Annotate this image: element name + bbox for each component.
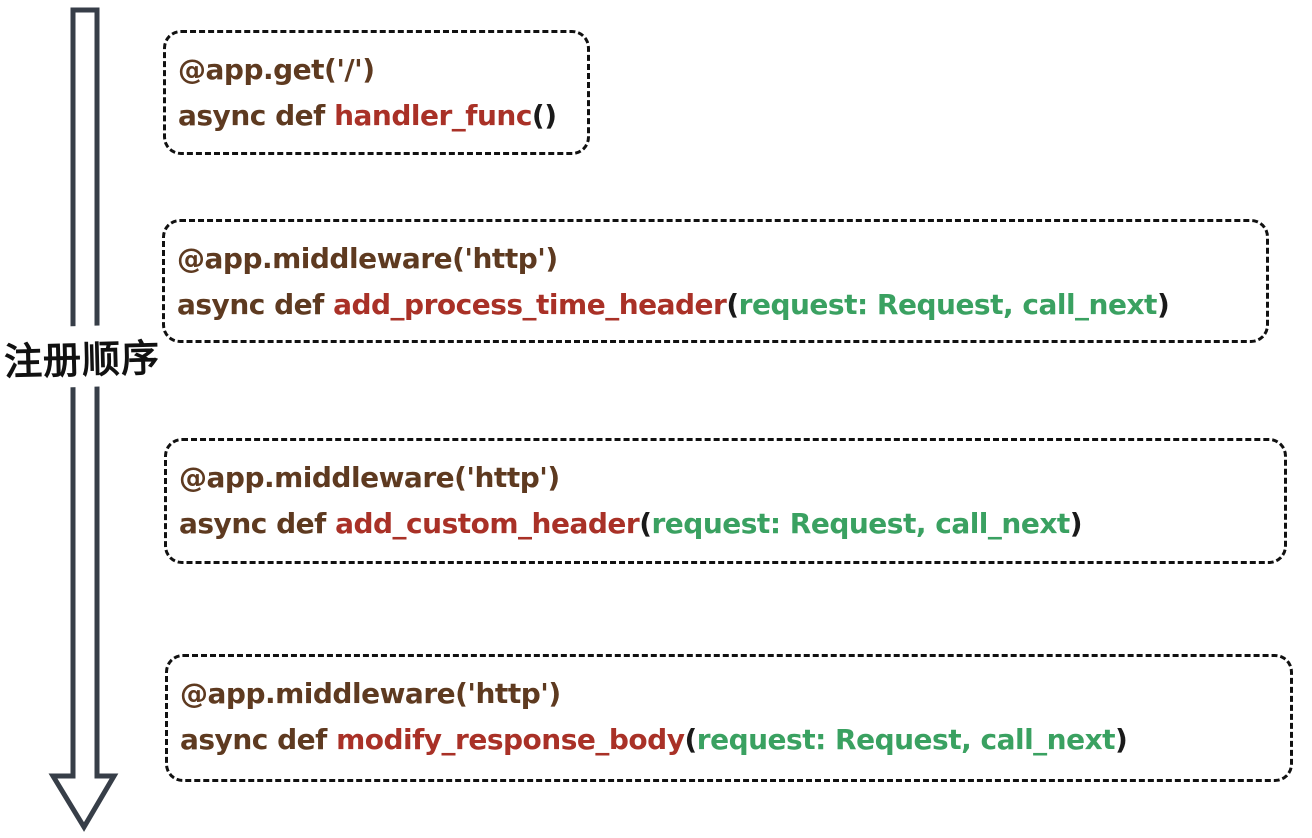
keyword-token: async def [179, 507, 336, 540]
keyword-token: async def [178, 99, 335, 132]
close-paren-token: ) [1115, 723, 1128, 756]
parameters-token: request: Request, call_next [696, 723, 1116, 756]
open-paren-token: ( [726, 288, 739, 321]
function-def-line: async def handler_func() [178, 93, 587, 139]
decorator-line: @app.middleware('http') [180, 677, 561, 710]
registration-order-label: 注册顺序 [1, 323, 163, 390]
keyword-token: async def [177, 288, 334, 321]
code-box-handler-func: @app.get('/') async def handler_func() [163, 30, 590, 155]
parameters-token: request: Request, call_next [651, 507, 1071, 540]
registration-order-arrow [48, 7, 119, 832]
open-paren-token: ( [639, 507, 652, 540]
close-paren-token: ) [544, 99, 557, 132]
code-box-add-process-time-header: @app.middleware('http') async def add_pr… [162, 219, 1269, 343]
code-box-add-custom-header: @app.middleware('http') async def add_cu… [164, 438, 1287, 564]
open-paren-token: ( [531, 99, 545, 132]
decorator-line: @app.middleware('http') [177, 242, 558, 275]
function-def-line: async def modify_response_body(request: … [180, 717, 1290, 763]
code-box-modify-response-body: @app.middleware('http') async def modify… [165, 654, 1293, 782]
function-def-line: async def add_process_time_header(reques… [177, 282, 1266, 328]
keyword-token: async def [180, 723, 337, 756]
function-name-token: handler_func [334, 99, 532, 132]
function-name-token: add_process_time_header [333, 288, 727, 321]
decorator-line: @app.get('/') [178, 53, 375, 86]
parameters-token: request: Request, call_next [738, 288, 1158, 321]
open-paren-token: ( [684, 723, 697, 756]
down-arrow-icon [48, 7, 119, 832]
function-def-line: async def add_custom_header(request: Req… [179, 501, 1284, 547]
function-name-token: modify_response_body [336, 723, 685, 756]
close-paren-token: ) [1069, 507, 1083, 540]
close-paren-token: ) [1156, 288, 1170, 321]
function-name-token: add_custom_header [335, 507, 640, 540]
decorator-line: @app.middleware('http') [179, 461, 560, 494]
